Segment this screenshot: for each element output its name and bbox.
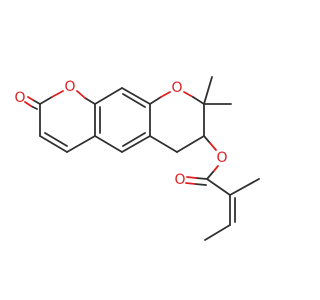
- bond: [84, 97, 96, 105]
- atom-o-carbonyl-lactone: O: [14, 90, 25, 106]
- bond: [24, 101, 32, 107]
- bond: [149, 135, 178, 153]
- bond: [206, 171, 214, 180]
- bond: [44, 132, 68, 147]
- bond: [51, 90, 64, 98]
- atom-o-ring-lactone: O: [64, 79, 75, 95]
- bond: [212, 165, 219, 173]
- bond: [66, 135, 96, 153]
- bond: [203, 76, 213, 105]
- bond: [76, 90, 86, 99]
- atom-o-ester: O: [216, 150, 227, 166]
- bond: [183, 91, 194, 98]
- bond: [30, 105, 38, 110]
- bond: [204, 224, 231, 241]
- bond: [32, 99, 41, 105]
- bond: [121, 135, 151, 153]
- atom-labels: O O O O O: [14, 79, 227, 188]
- bond: [39, 135, 68, 153]
- bond: [229, 178, 260, 196]
- bond: [192, 96, 205, 105]
- bond: [195, 177, 208, 180]
- molecule-structure-definitive: O O O O O: [14, 76, 260, 241]
- bond: [94, 135, 123, 153]
- bond: [185, 182, 196, 185]
- bond: [206, 178, 231, 196]
- bond: [203, 135, 211, 144]
- bond: [39, 96, 53, 105]
- bond: [176, 135, 205, 153]
- bond: [149, 96, 162, 105]
- structure-canvas: O O O O O: [14, 40, 260, 241]
- bond: [186, 176, 197, 179]
- bond: [94, 87, 123, 105]
- bond: [121, 87, 151, 105]
- bonds-definitive: [24, 76, 260, 241]
- bond: [160, 91, 171, 98]
- bond: [209, 142, 217, 151]
- atom-o-carbonyl-ester: O: [174, 172, 185, 188]
- bond: [122, 132, 146, 147]
- bond: [27, 96, 34, 101]
- bond: [194, 183, 207, 186]
- atom-o-ring-pyran: O: [171, 80, 182, 96]
- bond: [122, 93, 146, 108]
